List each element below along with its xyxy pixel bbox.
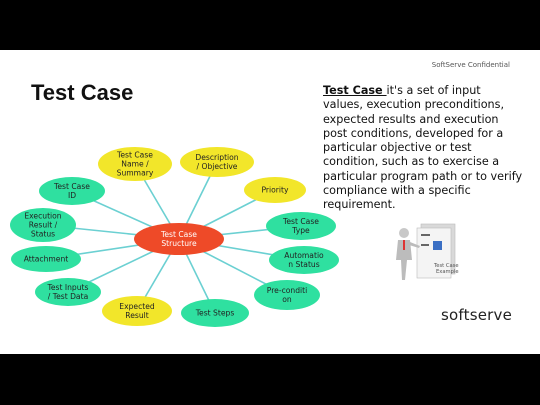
- node-test-case-id-label: ID: [68, 191, 76, 200]
- node-description-shape: [180, 147, 254, 177]
- node-test-case-id-label: Test Case: [53, 182, 90, 191]
- node-execution-result-label: Execution: [24, 212, 61, 221]
- node-execution-result-shape: [10, 208, 76, 242]
- node-expected-result-label: Expected: [119, 302, 155, 311]
- center-label: Test Case: [160, 230, 197, 239]
- node-attachment: Attachment: [11, 246, 81, 272]
- document-label-line2: Example: [436, 269, 459, 275]
- node-priority-label: Priority: [261, 186, 289, 195]
- document-front: [416, 227, 452, 279]
- presenter-illustration: Test Case Example: [396, 223, 459, 280]
- node-test-case-name-label: Summary: [117, 169, 154, 178]
- node-expected-result-shape: [102, 296, 172, 326]
- node-test-case-type-label: Type: [291, 226, 310, 235]
- center-label: Structure: [161, 239, 197, 248]
- node-automation-status-label: Automatio: [284, 251, 324, 260]
- node-expected-result-label: Result: [125, 311, 148, 320]
- node-test-case-type-label: Test Case: [282, 217, 319, 226]
- softserve-logo: softserve: [441, 306, 513, 324]
- node-test-steps: Test Steps: [181, 299, 249, 327]
- node-automation-status-label: n Status: [288, 260, 319, 269]
- center-shape: [134, 223, 224, 255]
- node-test-case-name-shape: [98, 147, 172, 181]
- node-test-case-type-shape: [266, 212, 336, 240]
- node-test-case-name-label: Name /: [121, 160, 149, 169]
- document-label-line1: Test Case: [433, 263, 459, 269]
- node-test-inputs-shape: [35, 278, 101, 306]
- node-attachment-label: Attachment: [24, 255, 69, 264]
- node-execution-result-label: Result /: [29, 221, 58, 230]
- node-execution-result-label: Status: [31, 230, 55, 239]
- node-test-steps-shape: [181, 299, 249, 327]
- node-priority: Priority: [244, 177, 306, 203]
- definition-text: Test Case it's a set of input values, ex…: [323, 84, 523, 213]
- node-test-case-name-label: Test Case: [116, 151, 153, 160]
- node-test-inputs-label: Test Inputs: [47, 283, 89, 292]
- node-test-steps-label: Test Steps: [195, 309, 235, 318]
- slide: SoftServe Confidential Test Case Test Ca…: [0, 50, 540, 354]
- node-description-label: / Objective: [197, 162, 238, 171]
- node-automation-status-shape: [269, 246, 339, 274]
- node-test-inputs-label: / Test Data: [48, 292, 88, 301]
- node-pre-condition: Pre-condition: [254, 280, 320, 310]
- node-test-case-id-shape: [39, 177, 105, 205]
- node-test-inputs: Test Inputs/ Test Data: [35, 278, 101, 306]
- node-priority-shape: [244, 177, 306, 203]
- node-description-label: Description: [195, 153, 238, 162]
- node-description: Description/ Objective: [180, 147, 254, 177]
- definition-body: it's a set of input values, execution pr…: [323, 84, 523, 212]
- presenter-figure: [396, 228, 420, 280]
- definition-term: Test Case: [323, 84, 387, 97]
- confidential-label: SoftServe Confidential: [431, 61, 510, 69]
- node-pre-condition-label: Pre-conditi: [267, 286, 307, 295]
- page-title: Test Case: [31, 80, 134, 105]
- node-pre-condition-shape: [254, 280, 320, 310]
- node-attachment-shape: [11, 246, 81, 272]
- node-pre-condition-label: on: [282, 295, 292, 304]
